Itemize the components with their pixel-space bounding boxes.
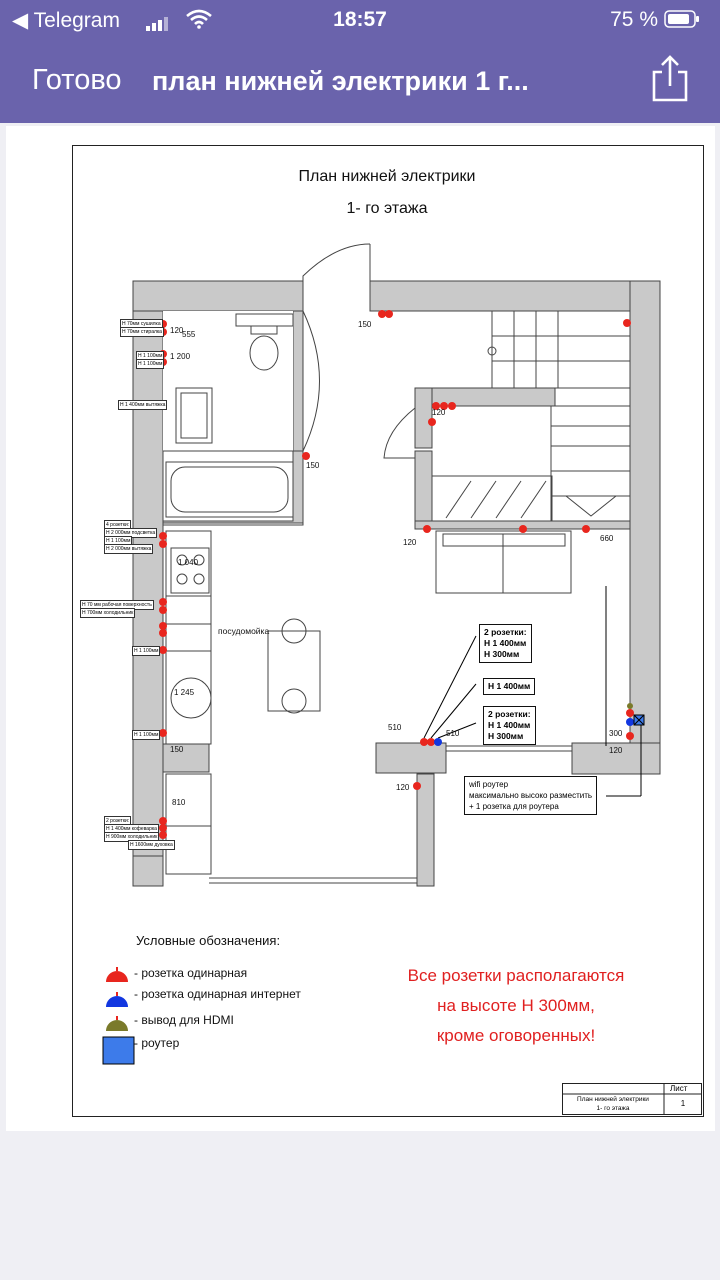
dishwasher-label: посудомойка (218, 626, 270, 636)
dimension-label: 120 (432, 408, 446, 417)
left-label: Н 1 100мм (132, 730, 161, 740)
legend-symbols (102, 967, 135, 1065)
clock: 18:57 (333, 8, 387, 31)
left-label: Н 1 100мм (132, 646, 161, 656)
legend-router: - роутер (134, 1036, 180, 1050)
title-stamp: Лист План нижней электрики 1- го этажа 1 (562, 1083, 702, 1115)
signal-icon (146, 13, 170, 37)
dimension-label: 150 (358, 320, 372, 329)
document-title: план нижней электрики 1 г... (152, 66, 529, 96)
dimension-label: 300 (609, 729, 623, 738)
status-bar: ◀ Telegram 18:57 75 % (0, 0, 720, 40)
legend-hdmi: - вывод для HDMI (134, 1013, 234, 1027)
wifi-icon (186, 9, 212, 35)
dimension-label: 1 200 (170, 352, 191, 361)
dimension-label: 810 (172, 798, 186, 807)
stamp-subtitle: 1- го этажа (596, 1105, 630, 1112)
dimension-label: 510 (446, 729, 460, 738)
share-icon[interactable] (650, 54, 690, 109)
dimension-label: 120 (396, 783, 410, 792)
plan-title: План нижней электрики (298, 168, 476, 185)
dimension-label: 660 (600, 534, 614, 543)
app-header: ◀ Telegram 18:57 75 % Готово план нижней… (0, 0, 720, 123)
left-label: Н 1600мм духовка (128, 840, 175, 850)
left-label: Н 1 400мм вытяжка (118, 400, 168, 410)
battery-icon (664, 10, 700, 34)
legend-outlet: - розетка одинарная (134, 966, 248, 980)
left-label: Н 2 000мм вытяжка (104, 544, 154, 554)
legend-title: Условные обозначения: (136, 933, 281, 948)
dimension-label: 120 (609, 746, 623, 755)
left-label: Н 70мм стиралка (120, 327, 164, 337)
dimension-label: 150 (306, 461, 320, 470)
dimension-label: 1 040 (178, 558, 199, 567)
dimension-label: 120 (170, 326, 184, 335)
legend-internet-outlet: - розетка одинарная интернет (134, 987, 301, 1001)
dimension-label: 120 (403, 538, 417, 547)
stamp-sheet-number: 1 (680, 1099, 686, 1108)
drawing-frame (72, 145, 704, 1117)
dimension-label: 1 245 (174, 688, 195, 697)
dimension-label: 510 (388, 723, 402, 732)
callout-outlet-1400: Н 1 400мм (483, 678, 536, 695)
plan-subtitle: 1- го этажа (346, 200, 428, 217)
nav-bar: Готово план нижней электрики 1 г... (0, 55, 720, 106)
left-label: Н 1 100мм (136, 359, 165, 369)
dimension-label: 555 (182, 330, 196, 339)
floor-plan-drawing (132, 243, 661, 887)
left-label: Н 700мм холодильник (80, 608, 136, 618)
battery-percent: 75 % (610, 8, 658, 31)
stamp-sheet-label: Лист (670, 1084, 688, 1093)
done-button[interactable]: Готово (32, 64, 122, 96)
back-to-telegram-link[interactable]: ◀ Telegram (12, 9, 120, 32)
document-page[interactable]: План нижней электрики 1- го этажа (6, 126, 715, 1131)
dimension-label: 150 (170, 745, 184, 754)
stamp-title: План нижней электрики (577, 1096, 649, 1103)
